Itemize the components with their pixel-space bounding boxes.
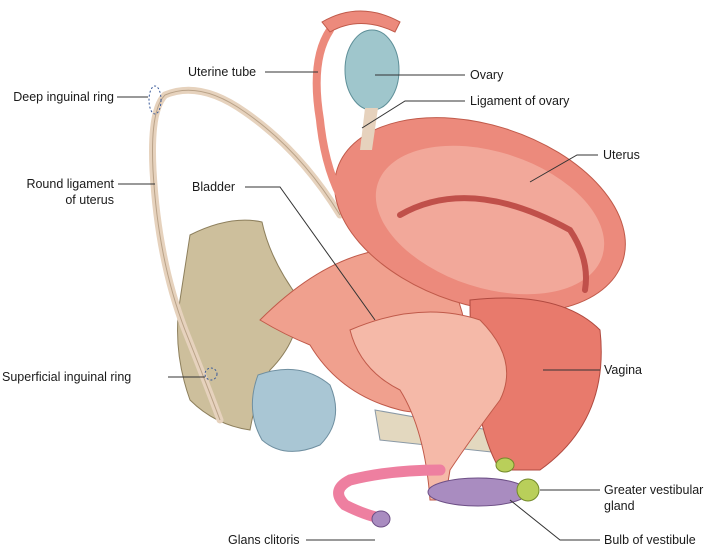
label-glans-clitoris: Glans clitoris — [228, 533, 300, 547]
label-round-ligament-2: of uterus — [65, 193, 114, 207]
label-ligament-of-ovary: Ligament of ovary — [470, 94, 570, 108]
deep-inguinal-ring-marker — [148, 85, 162, 115]
leader-lines — [117, 71, 600, 541]
superficial-inguinal-ring-marker — [204, 367, 218, 381]
pubic-bone — [177, 219, 301, 431]
label-ovary: Ovary — [470, 68, 504, 82]
label-uterus: Uterus — [603, 148, 640, 162]
label-deep-inguinal-ring: Deep inguinal ring — [13, 90, 114, 104]
ligament-of-ovary — [360, 108, 378, 150]
label-vagina: Vagina — [604, 363, 642, 377]
label-uterine-tube: Uterine tube — [188, 65, 257, 79]
uterine-tube — [312, 26, 349, 209]
clitoris-body — [333, 464, 446, 524]
label-round-ligament-1: Round ligament — [26, 177, 114, 191]
symphysis-cartilage — [251, 368, 337, 452]
label-bladder: Bladder — [192, 180, 236, 194]
greater-vestibular-gland — [516, 478, 540, 502]
ovary — [344, 29, 400, 111]
glans-clitoris — [371, 510, 391, 528]
label-greater-vestibular-gland-2: gland — [604, 499, 635, 513]
label-bulb-of-vestibule: Bulb of vestibule — [604, 533, 696, 547]
label-superficial-inguinal-ring: Superficial inguinal ring — [2, 370, 132, 384]
label-greater-vestibular-gland-1: Greater vestibular — [604, 483, 704, 497]
